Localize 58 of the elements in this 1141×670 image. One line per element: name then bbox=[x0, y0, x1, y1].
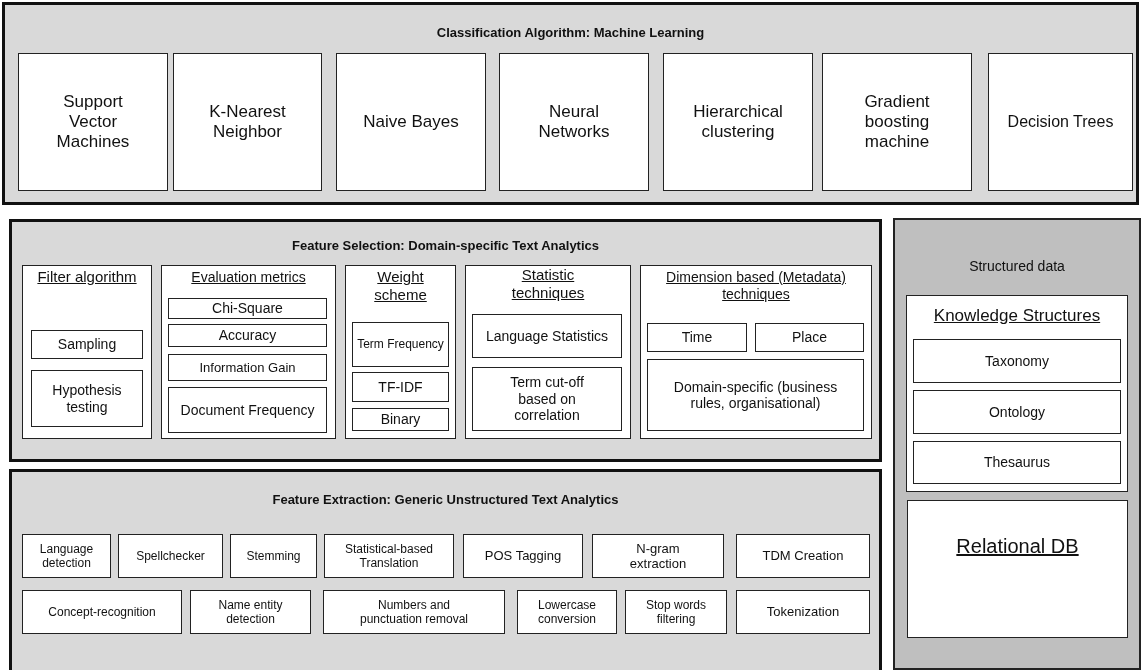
category-box bbox=[345, 265, 456, 439]
category-box bbox=[465, 265, 631, 439]
category-box bbox=[161, 265, 336, 439]
term-box: Decision Trees bbox=[988, 53, 1133, 191]
term-box: Domain-specific (business rules, organisational) bbox=[647, 359, 864, 431]
term-box: Sampling bbox=[31, 330, 143, 359]
database-box: Relational DB bbox=[907, 500, 1128, 638]
section-title: Feature Selection: Domain-specific Text Analytics bbox=[291, 238, 600, 254]
term-box: Statistical-based Translation bbox=[324, 534, 454, 578]
term-box: Support Vector Machines bbox=[18, 53, 168, 191]
category-heading: Statistic techniques bbox=[510, 266, 586, 302]
term-box: Ontology bbox=[913, 390, 1121, 434]
term-box: Binary bbox=[352, 408, 449, 431]
category-heading: Knowledge Structures bbox=[932, 306, 1102, 327]
term-box: N-gram extraction bbox=[592, 534, 724, 578]
term-box: Hypothesis testing bbox=[31, 370, 143, 427]
category-heading: Evaluation metrics bbox=[190, 269, 307, 286]
term-box: Numbers and punctuation removal bbox=[323, 590, 505, 634]
category-heading: Dimension based (Metadata) techniques bbox=[665, 269, 847, 303]
section-title: Structured data bbox=[968, 258, 1066, 275]
section-title: Classification Algorithm: Machine Learning bbox=[435, 25, 706, 41]
term-box: Document Frequency bbox=[168, 387, 327, 433]
term-box: Taxonomy bbox=[913, 339, 1121, 383]
section-panel bbox=[9, 219, 882, 462]
term-box: K-Nearest Neighbor bbox=[173, 53, 322, 191]
term-box: Hierarchical clustering bbox=[663, 53, 813, 191]
term-box: Stop words filtering bbox=[625, 590, 727, 634]
term-box: Language detection bbox=[22, 534, 111, 578]
term-box: Thesaurus bbox=[913, 441, 1121, 484]
term-box: Chi-Square bbox=[168, 298, 327, 319]
term-box: Term cut-off based on correlation bbox=[472, 367, 622, 431]
term-box: Term Frequency bbox=[352, 322, 449, 367]
section-title: Feature Extraction: Generic Unstructured Text Analytics bbox=[271, 492, 620, 508]
term-box: Name entity detection bbox=[190, 590, 311, 634]
section-panel bbox=[9, 469, 882, 670]
category-heading: Weight scheme bbox=[373, 268, 428, 304]
category-box bbox=[906, 295, 1128, 492]
category-box bbox=[640, 265, 872, 439]
term-box: Lowercase conversion bbox=[517, 590, 617, 634]
term-box: Neural Networks bbox=[499, 53, 649, 191]
term-box: Language Statistics bbox=[472, 314, 622, 358]
term-box: Accuracy bbox=[168, 324, 327, 347]
section-panel bbox=[893, 218, 1141, 670]
term-box: POS Tagging bbox=[463, 534, 583, 578]
term-box: Tokenization bbox=[736, 590, 870, 634]
term-box: TDM Creation bbox=[736, 534, 870, 578]
term-box: TF-IDF bbox=[352, 372, 449, 402]
term-box: Time bbox=[647, 323, 747, 352]
category-box bbox=[22, 265, 152, 439]
term-box: Concept-recognition bbox=[22, 590, 182, 634]
term-box: Stemming bbox=[230, 534, 317, 578]
section-panel bbox=[2, 2, 1139, 205]
term-box: Naive Bayes bbox=[336, 53, 486, 191]
category-heading: Filter algorithm bbox=[36, 268, 138, 286]
term-box: Information Gain bbox=[168, 354, 327, 381]
term-box: Place bbox=[755, 323, 864, 352]
term-box: Gradient boosting machine bbox=[822, 53, 972, 191]
term-box: Spellchecker bbox=[118, 534, 223, 578]
